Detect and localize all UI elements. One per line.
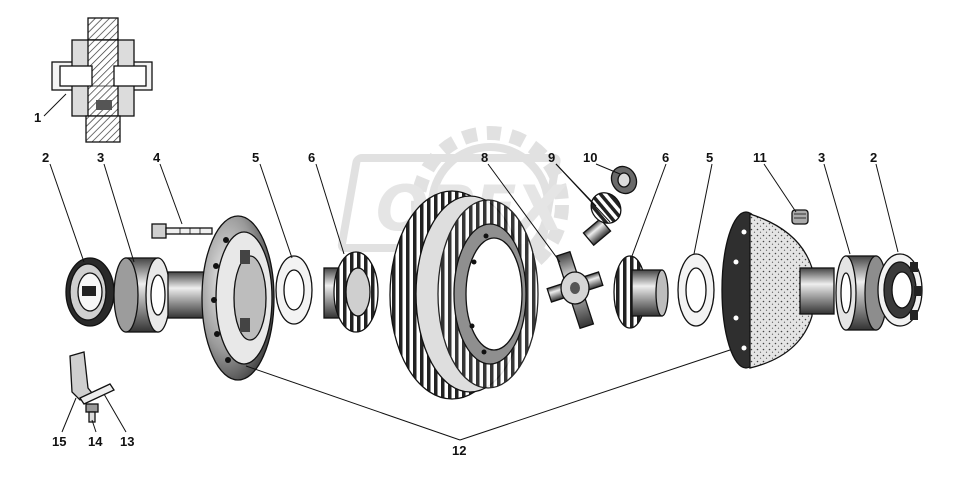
callout-5-right: 5 [706,150,713,165]
part-2-left-adjusting-nut [65,257,115,327]
part-10-pinion-cap [610,165,638,195]
part-6-left-side-gear [323,251,379,333]
callout-10: 10 [583,150,597,165]
part-13-lock-washer [79,383,115,405]
callout-labels: 1 2 3 4 5 6 8 9 10 6 5 11 3 2 15 14 13 1… [34,110,877,458]
callout-6-right: 6 [662,150,669,165]
part-3-left-bearing [113,257,171,333]
part-8-spider-cross [546,250,604,330]
part-11-plug [791,209,809,225]
part-12-right-case-half [721,211,835,369]
callout-14: 14 [88,434,103,449]
leader-lines [43,93,899,441]
callout-1: 1 [34,110,41,125]
part-9-pinion-gear [582,192,622,247]
callout-5-left: 5 [252,150,259,165]
part-12-left-case-half [167,215,275,381]
part-6-right-side-gear [613,255,669,329]
callout-11: 11 [753,150,767,165]
callout-13: 13 [120,434,134,449]
callout-3-left: 3 [97,150,104,165]
part-ring-gear [389,190,539,400]
callout-15: 15 [52,434,66,449]
part-14-small-bolt [85,403,99,423]
part-2-right-adjusting-nut [877,253,923,327]
callout-8: 8 [481,150,488,165]
callout-12: 12 [452,443,466,458]
part-1-section-view [51,17,153,143]
callout-9: 9 [548,150,555,165]
callout-2-right: 2 [870,150,877,165]
part-5-right-washer [677,253,715,327]
part-5-left-washer [275,255,313,325]
callout-2-left: 2 [42,150,49,165]
callout-4: 4 [153,150,161,165]
callout-6-left: 6 [308,150,315,165]
callout-3-right: 3 [818,150,825,165]
part-4-bolt [151,223,213,239]
